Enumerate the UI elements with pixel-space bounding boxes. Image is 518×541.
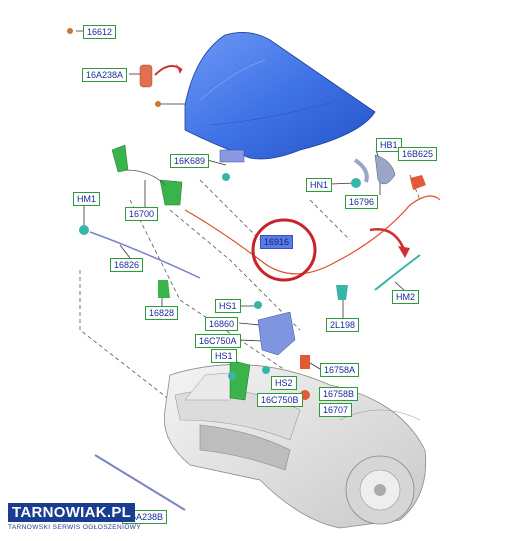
watermark-tagline: TARNOWSKI SERWIS OGŁOSZENIOWY	[8, 524, 142, 531]
callout-16758B: 16758B	[319, 387, 359, 401]
callout-16A238A: 16A238A	[82, 68, 128, 82]
callout-16758A: 16758A	[320, 363, 360, 377]
callout-16707: 16707	[319, 403, 353, 417]
callout-16612: 16612	[83, 25, 117, 39]
callout-HS1-lower: HS1	[211, 349, 237, 363]
callout-HB1: HB1	[376, 138, 402, 152]
callout-16826: 16826	[110, 258, 144, 272]
part-16700-latch	[159, 179, 183, 206]
part-16A238A-seal	[139, 64, 153, 88]
highlight-circle	[251, 218, 317, 282]
part-16612-bumper	[67, 28, 73, 34]
part-16826-prop-rod	[89, 231, 201, 279]
callout-16K689: 16K689	[170, 154, 210, 168]
vehicle-front-body	[163, 364, 427, 529]
callout-HM1: HM1	[73, 192, 101, 206]
small-components	[67, 28, 441, 511]
callout-HS2: HS2	[271, 376, 297, 390]
callout-16916: 16916	[260, 235, 294, 249]
callout-2L198: 2L198	[326, 318, 360, 332]
callout-HM2: HM2	[392, 290, 420, 304]
callout-HS1-upper: HS1	[215, 299, 241, 313]
callout-16700: 16700	[125, 207, 159, 221]
callout-16B625: 16B625	[398, 147, 438, 161]
callout-16828: 16828	[145, 306, 179, 320]
callout-16C750A: 16C750A	[195, 334, 241, 348]
callout-16C750B: 16C750B	[257, 393, 303, 407]
callout-16796: 16796	[345, 195, 379, 209]
part-16916-cable	[184, 195, 441, 275]
bonnet-panel	[184, 32, 376, 160]
callout-HN1: HN1	[306, 178, 333, 192]
watermark-brand: TARNOWIAK.PL	[8, 503, 136, 522]
part-16860-bracket	[257, 311, 296, 356]
watermark: TARNOWIAK.PL TARNOWSKI SERWIS OGŁOSZENIO…	[8, 503, 142, 531]
leader-lines	[79, 174, 421, 401]
callout-16860: 16860	[205, 317, 239, 331]
